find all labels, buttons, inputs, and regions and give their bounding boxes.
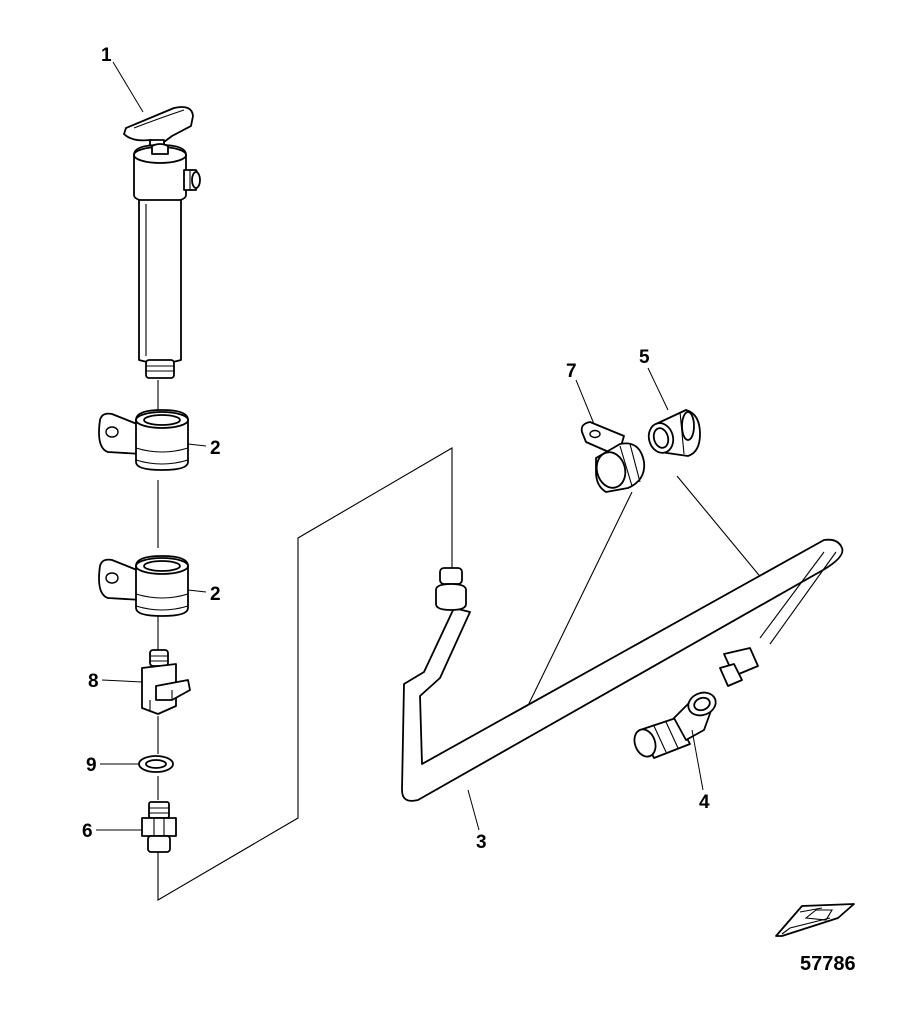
figure-number: 57786 (800, 953, 856, 975)
callout-3: 3 (476, 832, 487, 853)
clamp-lower (98, 555, 189, 617)
assembly-lines (157, 380, 769, 901)
hand-pump (123, 106, 201, 379)
check-valve (141, 649, 191, 715)
elbow-fitting (633, 691, 717, 759)
grommet (647, 409, 701, 457)
callout-9: 9 (86, 755, 97, 776)
bracket-clamp (580, 421, 646, 493)
callout-2a: 2 (210, 438, 221, 459)
callout-4: 4 (699, 792, 710, 813)
boat-icon (775, 903, 855, 937)
callout-8: 8 (88, 671, 99, 692)
callout-labels: 1 2 2 3 4 5 6 7 8 9 (82, 45, 710, 853)
drain-hose (401, 538, 844, 802)
callout-7: 7 (566, 361, 577, 382)
o-ring (138, 755, 174, 773)
callout-2b: 2 (210, 584, 221, 605)
straight-fitting (141, 801, 177, 853)
callout-6: 6 (82, 821, 93, 842)
callout-5: 5 (639, 347, 650, 368)
callout-leaders (96, 61, 704, 831)
callout-1: 1 (101, 45, 112, 66)
clamp-upper (98, 409, 189, 471)
